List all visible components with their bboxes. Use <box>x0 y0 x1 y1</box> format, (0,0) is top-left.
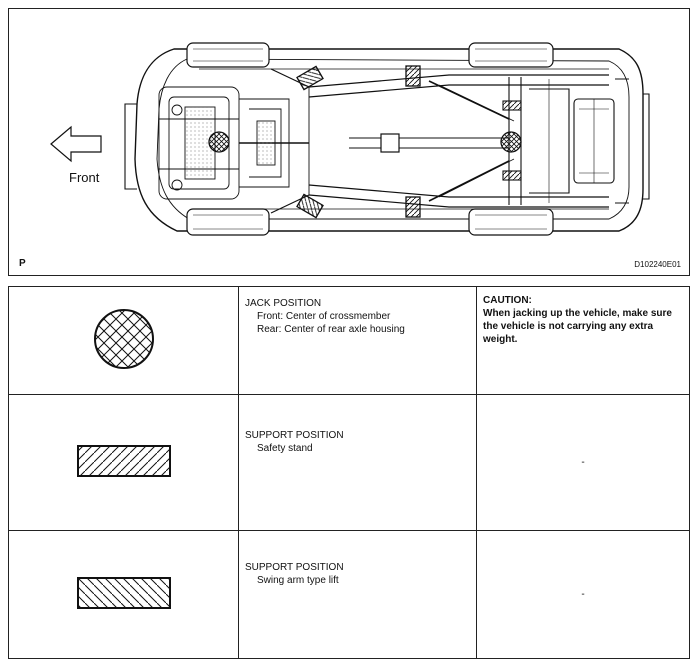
vehicle-underside-figure: Front P D102240E01 <box>8 8 690 276</box>
legend-description-cell: SUPPORT POSITION Safety stand <box>238 394 477 531</box>
legend-detail-line: Safety stand <box>257 443 313 454</box>
jack-position-front-icon <box>208 131 230 153</box>
legend-description-cell: SUPPORT POSITION Swing arm type lift <box>238 530 477 659</box>
hatched-rect-reverse-icon <box>76 577 171 609</box>
safety-stand-marker-left <box>405 65 421 87</box>
legend-title: SUPPORT POSITION <box>245 562 344 573</box>
note-cell: - <box>476 530 690 659</box>
rear-support-marker-upper <box>502 100 522 111</box>
front-arrow-icon <box>50 125 102 163</box>
legend-symbol-cell <box>8 286 239 395</box>
note-cell: - <box>476 394 690 531</box>
legend-row-safety-stand: SUPPORT POSITION Safety stand - <box>8 394 690 531</box>
legend-detail-line: Rear: Center of rear axle housing <box>257 324 405 335</box>
legend-title: JACK POSITION <box>245 298 322 309</box>
safety-stand-marker-right <box>405 196 421 218</box>
legend-symbol-cell <box>8 394 239 531</box>
caution-text: When jacking up the vehicle, make sure t… <box>483 308 672 345</box>
figure-corner-code: P <box>19 258 26 269</box>
figure-id: D102240E01 <box>634 260 681 269</box>
rear-support-marker-lower <box>502 170 522 181</box>
legend-table: JACK POSITION Front: Center of crossmemb… <box>8 286 690 659</box>
wheels <box>186 42 554 236</box>
caution-title: CAUTION: <box>483 295 532 306</box>
frame-rails <box>308 74 609 208</box>
engine-assembly <box>158 68 310 214</box>
jack-position-rear-icon <box>500 131 522 153</box>
vehicle-underside-drawing <box>50 42 650 236</box>
rear-axle-housing <box>508 77 629 205</box>
legend-row-jack: JACK POSITION Front: Center of crossmemb… <box>8 286 690 395</box>
legend-description-cell: JACK POSITION Front: Center of crossmemb… <box>238 286 477 395</box>
legend-detail-line: Front: Center of crossmember <box>257 311 391 322</box>
caution-cell: CAUTION: When jacking up the vehicle, ma… <box>476 286 690 395</box>
circle-crosshatch-icon <box>93 309 154 369</box>
swing-arm-lift-marker-front-left <box>296 65 324 91</box>
legend-title: SUPPORT POSITION <box>245 430 344 441</box>
front-direction-label: Front <box>69 170 100 185</box>
car-body-outline <box>124 48 650 232</box>
legend-row-swing-arm-lift: SUPPORT POSITION Swing arm type lift - <box>8 530 690 659</box>
legend-symbol-cell <box>8 530 239 659</box>
swing-arm-lift-marker-front-right <box>296 193 324 219</box>
hatched-rect-icon <box>76 445 171 477</box>
